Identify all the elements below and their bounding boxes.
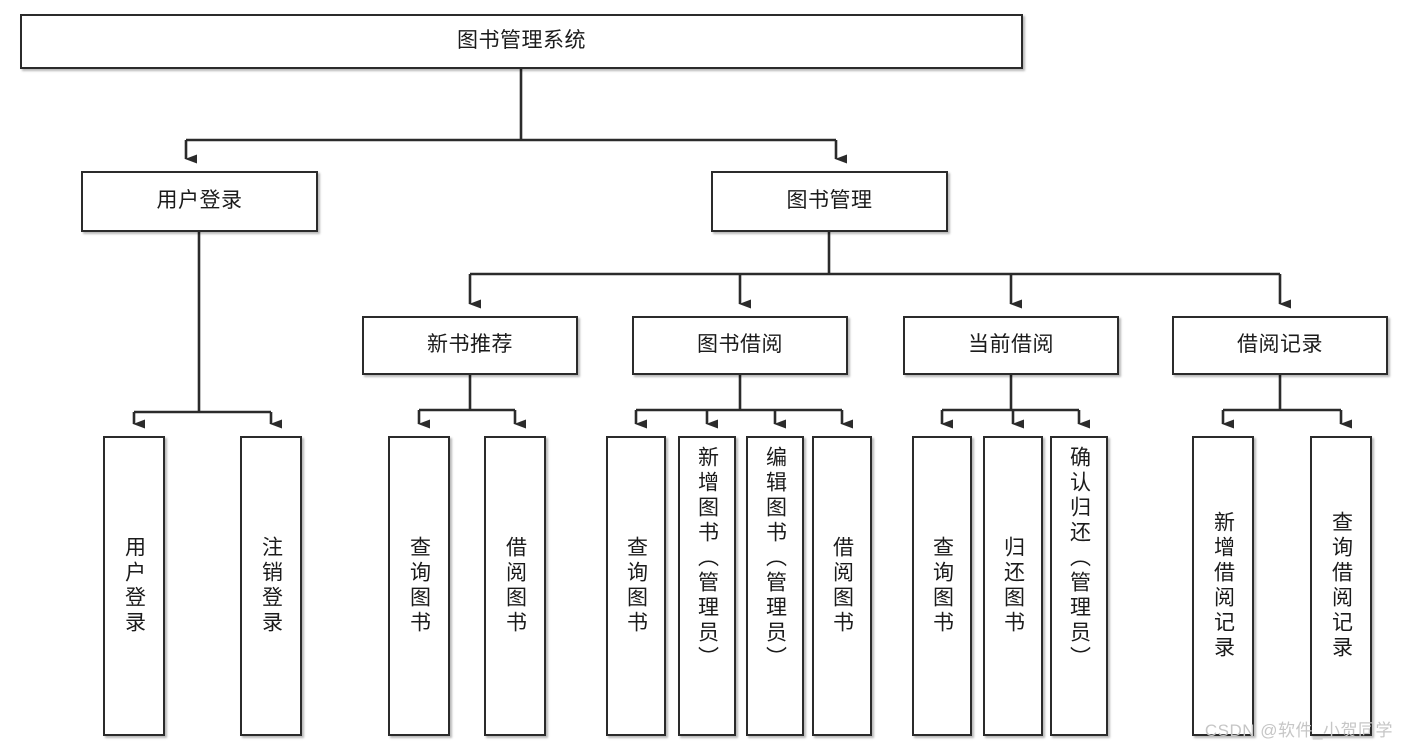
- leaf-borrow-book[interactable]: 借阅图书: [812, 436, 872, 736]
- node-book-management-label: 图书管理: [786, 189, 873, 213]
- leaf-confirm-return-admin[interactable]: 确认归还（管理员）: [1050, 436, 1108, 736]
- leaf-edit-book-admin-label: 编辑图书（管理员）: [763, 446, 787, 671]
- leaf-query-book-recommend-label: 查询图书: [407, 536, 431, 636]
- leaf-query-book-current-label: 查询图书: [930, 536, 954, 636]
- node-borrow-record-label: 借阅记录: [1237, 333, 1323, 357]
- node-book-management[interactable]: 图书管理: [711, 171, 948, 232]
- leaf-query-book-recommend[interactable]: 查询图书: [388, 436, 450, 736]
- node-new-book-recommend[interactable]: 新书推荐: [362, 316, 578, 375]
- node-current-borrow-label: 当前借阅: [968, 333, 1054, 357]
- leaf-borrow-book-recommend[interactable]: 借阅图书: [484, 436, 546, 736]
- leaf-user-login-label: 用户登录: [122, 536, 146, 636]
- node-book-borrow-label: 图书借阅: [697, 333, 783, 357]
- node-current-borrow[interactable]: 当前借阅: [903, 316, 1119, 375]
- node-borrow-record[interactable]: 借阅记录: [1172, 316, 1388, 375]
- node-book-borrow[interactable]: 图书借阅: [632, 316, 848, 375]
- leaf-add-borrow-record-label: 新增借阅记录: [1211, 511, 1235, 661]
- leaf-return-book-label: 归还图书: [1001, 536, 1025, 636]
- leaf-query-book-borrow[interactable]: 查询图书: [606, 436, 666, 736]
- leaf-query-borrow-record-label: 查询借阅记录: [1329, 511, 1353, 661]
- node-new-book-recommend-label: 新书推荐: [427, 333, 513, 357]
- node-user-login[interactable]: 用户登录: [81, 171, 318, 232]
- leaf-borrow-book-recommend-label: 借阅图书: [503, 536, 527, 636]
- leaf-user-logout[interactable]: 注销登录: [240, 436, 302, 736]
- leaf-query-borrow-record[interactable]: 查询借阅记录: [1310, 436, 1372, 736]
- leaf-add-book-admin[interactable]: 新增图书（管理员）: [678, 436, 736, 736]
- leaf-query-book-borrow-label: 查询图书: [624, 536, 648, 636]
- leaf-return-book[interactable]: 归还图书: [983, 436, 1043, 736]
- node-root-label: 图书管理系统: [457, 29, 586, 53]
- leaf-add-borrow-record[interactable]: 新增借阅记录: [1192, 436, 1254, 736]
- leaf-confirm-return-admin-label: 确认归还（管理员）: [1067, 446, 1091, 671]
- node-user-login-label: 用户登录: [156, 189, 243, 213]
- leaf-add-book-admin-label: 新增图书（管理员）: [695, 446, 719, 671]
- leaf-query-book-current[interactable]: 查询图书: [912, 436, 972, 736]
- leaf-edit-book-admin[interactable]: 编辑图书（管理员）: [746, 436, 804, 736]
- leaf-user-logout-label: 注销登录: [259, 536, 283, 636]
- csdn-watermark: CSDN @软件_小贺同学: [1204, 721, 1393, 740]
- leaf-user-login[interactable]: 用户登录: [103, 436, 165, 736]
- node-root[interactable]: 图书管理系统: [20, 14, 1023, 69]
- leaf-borrow-book-label: 借阅图书: [830, 536, 854, 636]
